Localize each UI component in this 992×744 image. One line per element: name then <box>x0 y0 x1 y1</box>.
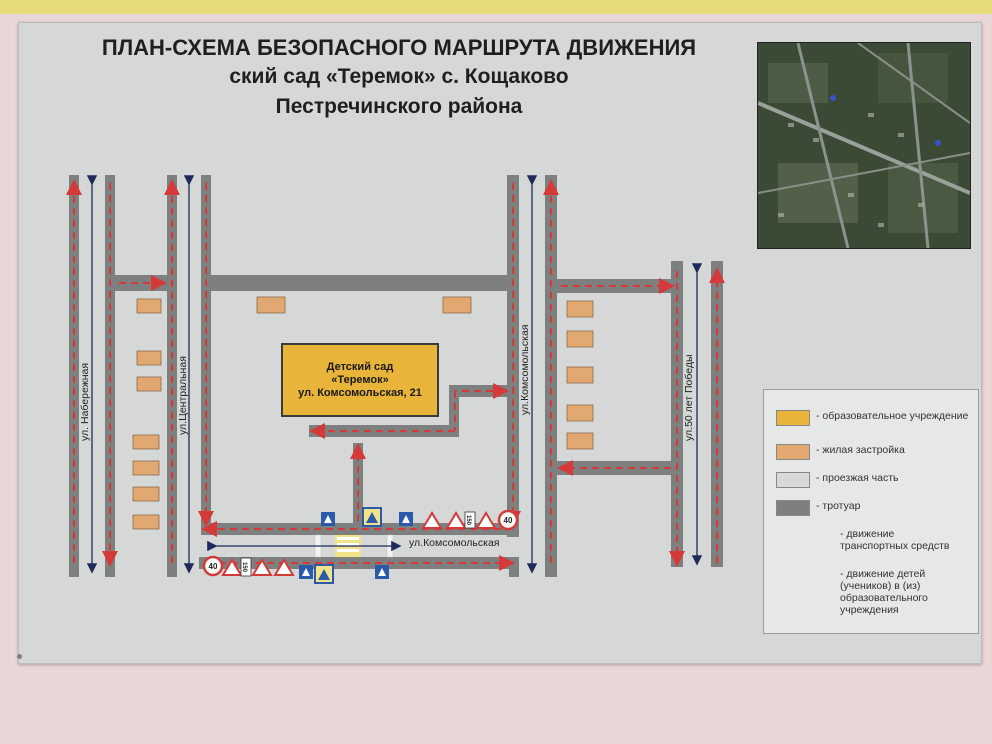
board-pin <box>17 654 22 659</box>
warning-sign-icon <box>273 558 295 576</box>
street-label-naberezhnaya: ул. Набережная <box>79 362 91 441</box>
residential-buildings <box>132 296 594 530</box>
legend-swatch-roadway <box>776 472 810 488</box>
legend-swatch-residential <box>776 444 810 460</box>
street-label-centralnaya: ул.Центральная <box>177 356 189 435</box>
kindergarten-block: Детский сад «Теремок» ул. Комсомольская,… <box>281 343 439 417</box>
warning-sign-icon <box>421 511 443 529</box>
street-label-pobedy: ул.50 лет Победы <box>683 354 695 441</box>
children-route <box>66 179 725 571</box>
wall-top-stripe <box>0 0 992 14</box>
poster-subtitle-district: Пестречинского района <box>275 95 523 118</box>
speed-limit-sign-icon <box>497 509 519 531</box>
aerial-photo <box>757 42 971 249</box>
kindergarten-address: ул. Комсомольская, 21 <box>298 386 422 399</box>
kindergarten-label-1: Детский сад <box>326 360 394 373</box>
distance-plate-value: 150 <box>465 515 471 526</box>
legend-swatch-school <box>776 410 810 426</box>
children-warning-sign-icon <box>221 558 243 576</box>
poster-board: ПЛАН-СХЕМА БЕЗОПАСНОГО МАРШРУТА ДВИЖЕНИЯ… <box>17 22 982 664</box>
children-warning-sign-icon <box>251 558 273 576</box>
speed-limit-value: 40 <box>504 516 513 525</box>
legend-swatch-sidewalk <box>776 500 810 516</box>
vehicle-traffic <box>86 175 703 574</box>
children-warning-sign-icon <box>445 511 467 529</box>
children-warning-sign-icon <box>475 511 497 529</box>
speed-limit-value: 40 <box>209 562 218 571</box>
distance-plate-sign-icon <box>240 557 252 577</box>
kindergarten-label-2: «Теремок» <box>331 373 389 386</box>
poster-subtitle: ский сад «Теремок» с. Кощаково <box>229 65 569 88</box>
street-label-komsomolskaya-vertical: ул.Комсомольская <box>519 324 531 415</box>
road-signs <box>202 507 519 584</box>
poster-title: ПЛАН-СХЕМА БЕЗОПАСНОГО МАРШРУТА ДВИЖЕНИЯ <box>101 35 697 60</box>
route-map: 40 40 150 150 <box>66 175 829 584</box>
street-label-komsomolskaya-horizontal: ул.Комсомольская <box>409 537 500 549</box>
distance-plate-value: 150 <box>241 562 247 573</box>
distance-plate-sign-icon <box>464 511 476 529</box>
aerial-photo-graphic <box>758 43 970 248</box>
speed-limit-sign-icon <box>202 555 224 577</box>
legend: - образовательное учреждение - жилая зас… <box>763 389 979 634</box>
